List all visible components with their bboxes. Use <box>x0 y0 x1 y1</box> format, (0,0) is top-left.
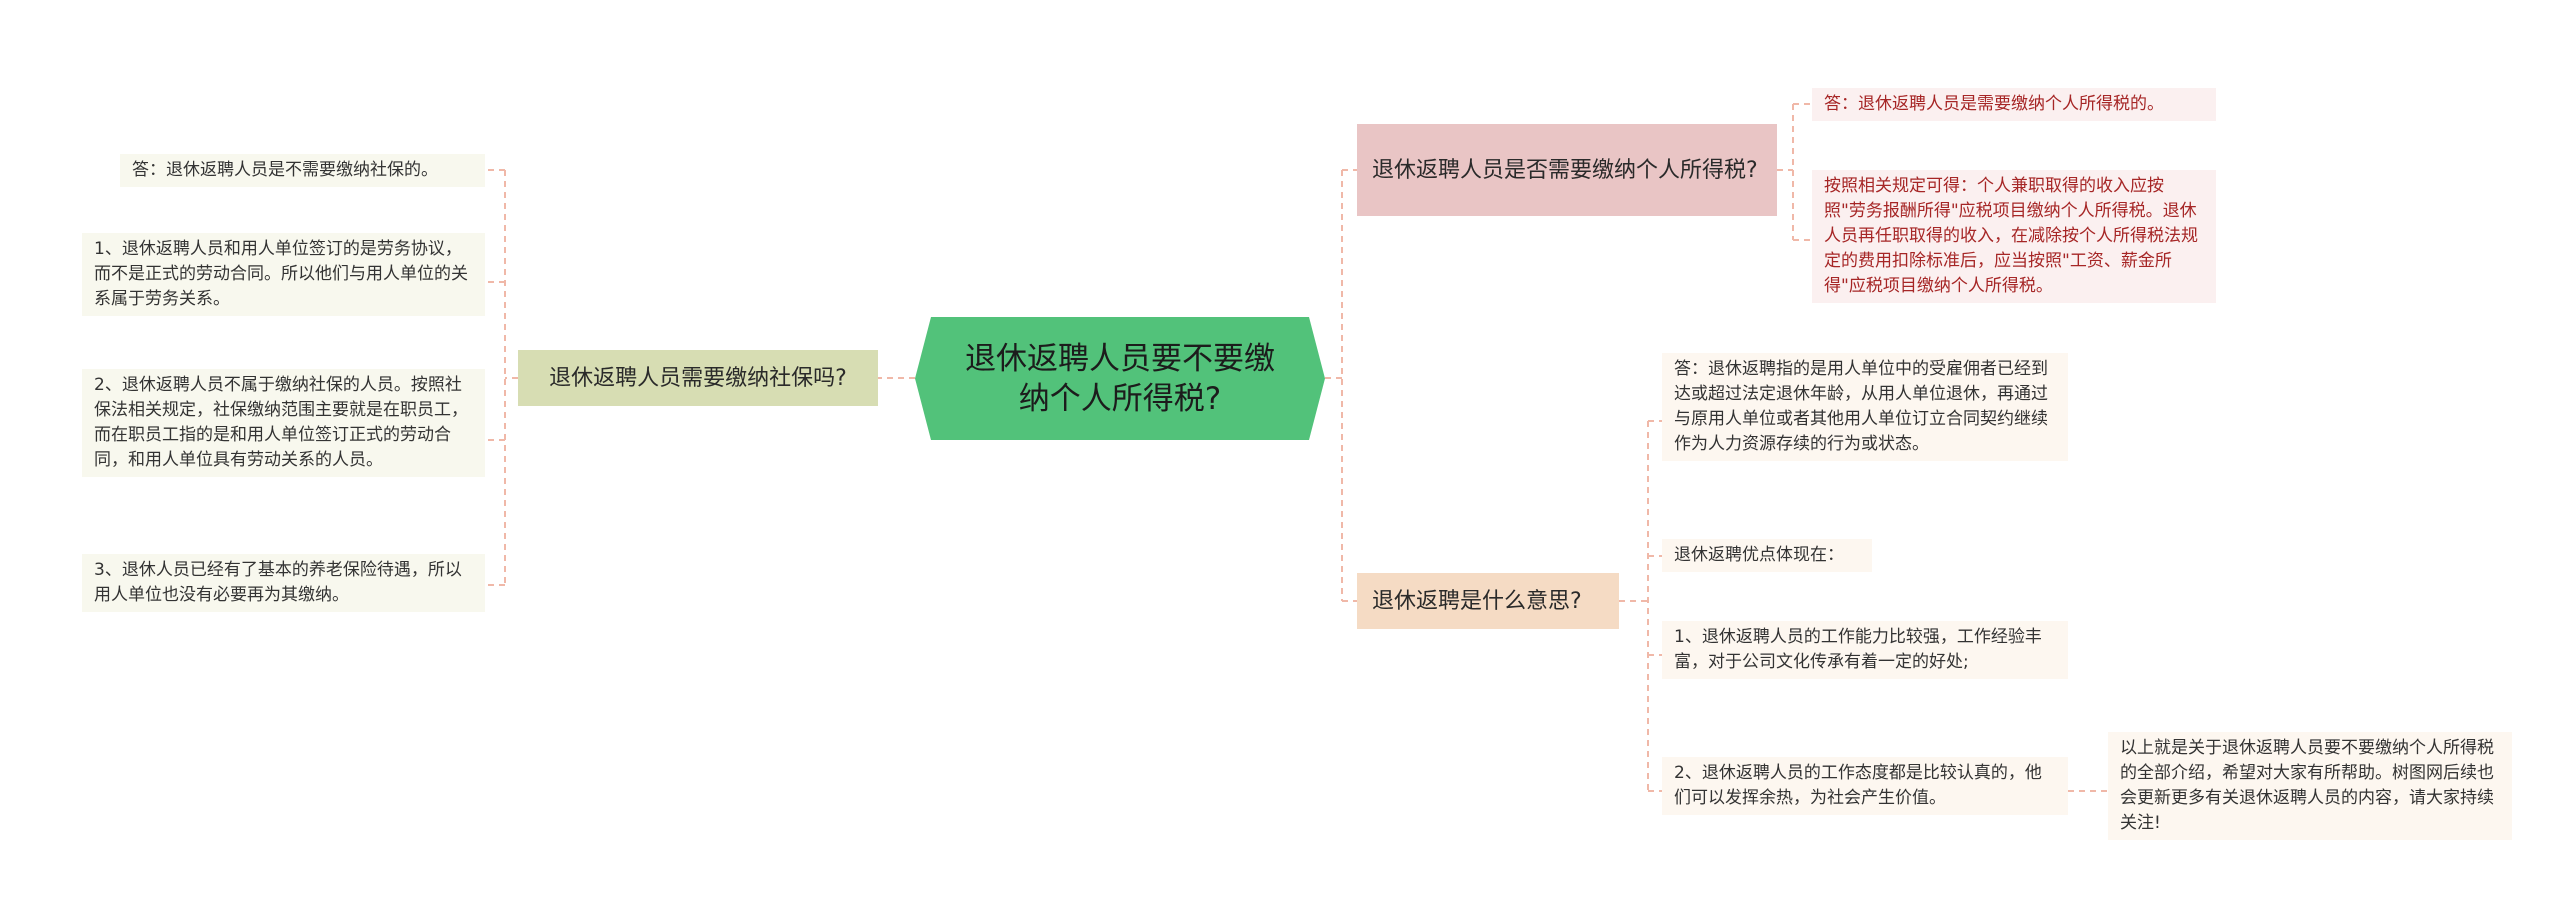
r2-leaf-point-2[interactable]: 2、退休返聘人员的工作态度都是比较认真的，他们可以发挥余热，为社会产生价值。 <box>1662 757 2068 815</box>
branch-social-security[interactable]: 退休返聘人员需要缴纳社保吗? <box>518 350 878 406</box>
r1-leaf-regulation[interactable]: 按照相关规定可得：个人兼职取得的收入应按照"劳务报酬所得"应税项目缴纳个人所得税… <box>1812 170 2216 303</box>
r2-leaf-point-1[interactable]: 1、退休返聘人员的工作能力比较强，工作经验丰富，对于公司文化传承有着一定的好处; <box>1662 621 2068 679</box>
left-leaf-3[interactable]: 3、退休人员已经有了基本的养老保险待遇，所以用人单位也没有必要再为其缴纳。 <box>82 554 485 612</box>
r1-leaf-answer[interactable]: 答：退休返聘人员是需要缴纳个人所得税的。 <box>1812 88 2216 121</box>
connector-r2-spine <box>1619 421 1649 791</box>
left-leaf-answer[interactable]: 答：退休返聘人员是不需要缴纳社保的。 <box>120 154 485 187</box>
root-topic[interactable]: 退休返聘人员要不要缴纳个人所得税? <box>915 317 1325 440</box>
r2-sub-summary[interactable]: 以上就是关于退休返聘人员要不要缴纳个人所得税的全部介绍，希望对大家有所帮助。树图… <box>2108 732 2512 840</box>
connector-r1-spine <box>1777 104 1794 240</box>
connector-root-right <box>1325 170 1343 601</box>
r2-leaf-advantages[interactable]: 退休返聘优点体现在： <box>1662 539 1872 572</box>
branch-meaning[interactable]: 退休返聘是什么意思? <box>1357 573 1619 629</box>
branch-income-tax[interactable]: 退休返聘人员是否需要缴纳个人所得税? <box>1357 124 1777 216</box>
left-leaf-1[interactable]: 1、退休返聘人员和用人单位签订的是劳务协议，而不是正式的劳动合同。所以他们与用人… <box>82 233 485 316</box>
r2-leaf-answer[interactable]: 答：退休返聘指的是用人单位中的受雇佣者已经到达或超过法定退休年龄，从用人单位退休… <box>1662 353 2068 461</box>
connector-left-spine <box>504 170 518 585</box>
left-leaf-2[interactable]: 2、退休返聘人员不属于缴纳社保的人员。按照社保法相关规定，社保缴纳范围主要就是在… <box>82 369 485 477</box>
